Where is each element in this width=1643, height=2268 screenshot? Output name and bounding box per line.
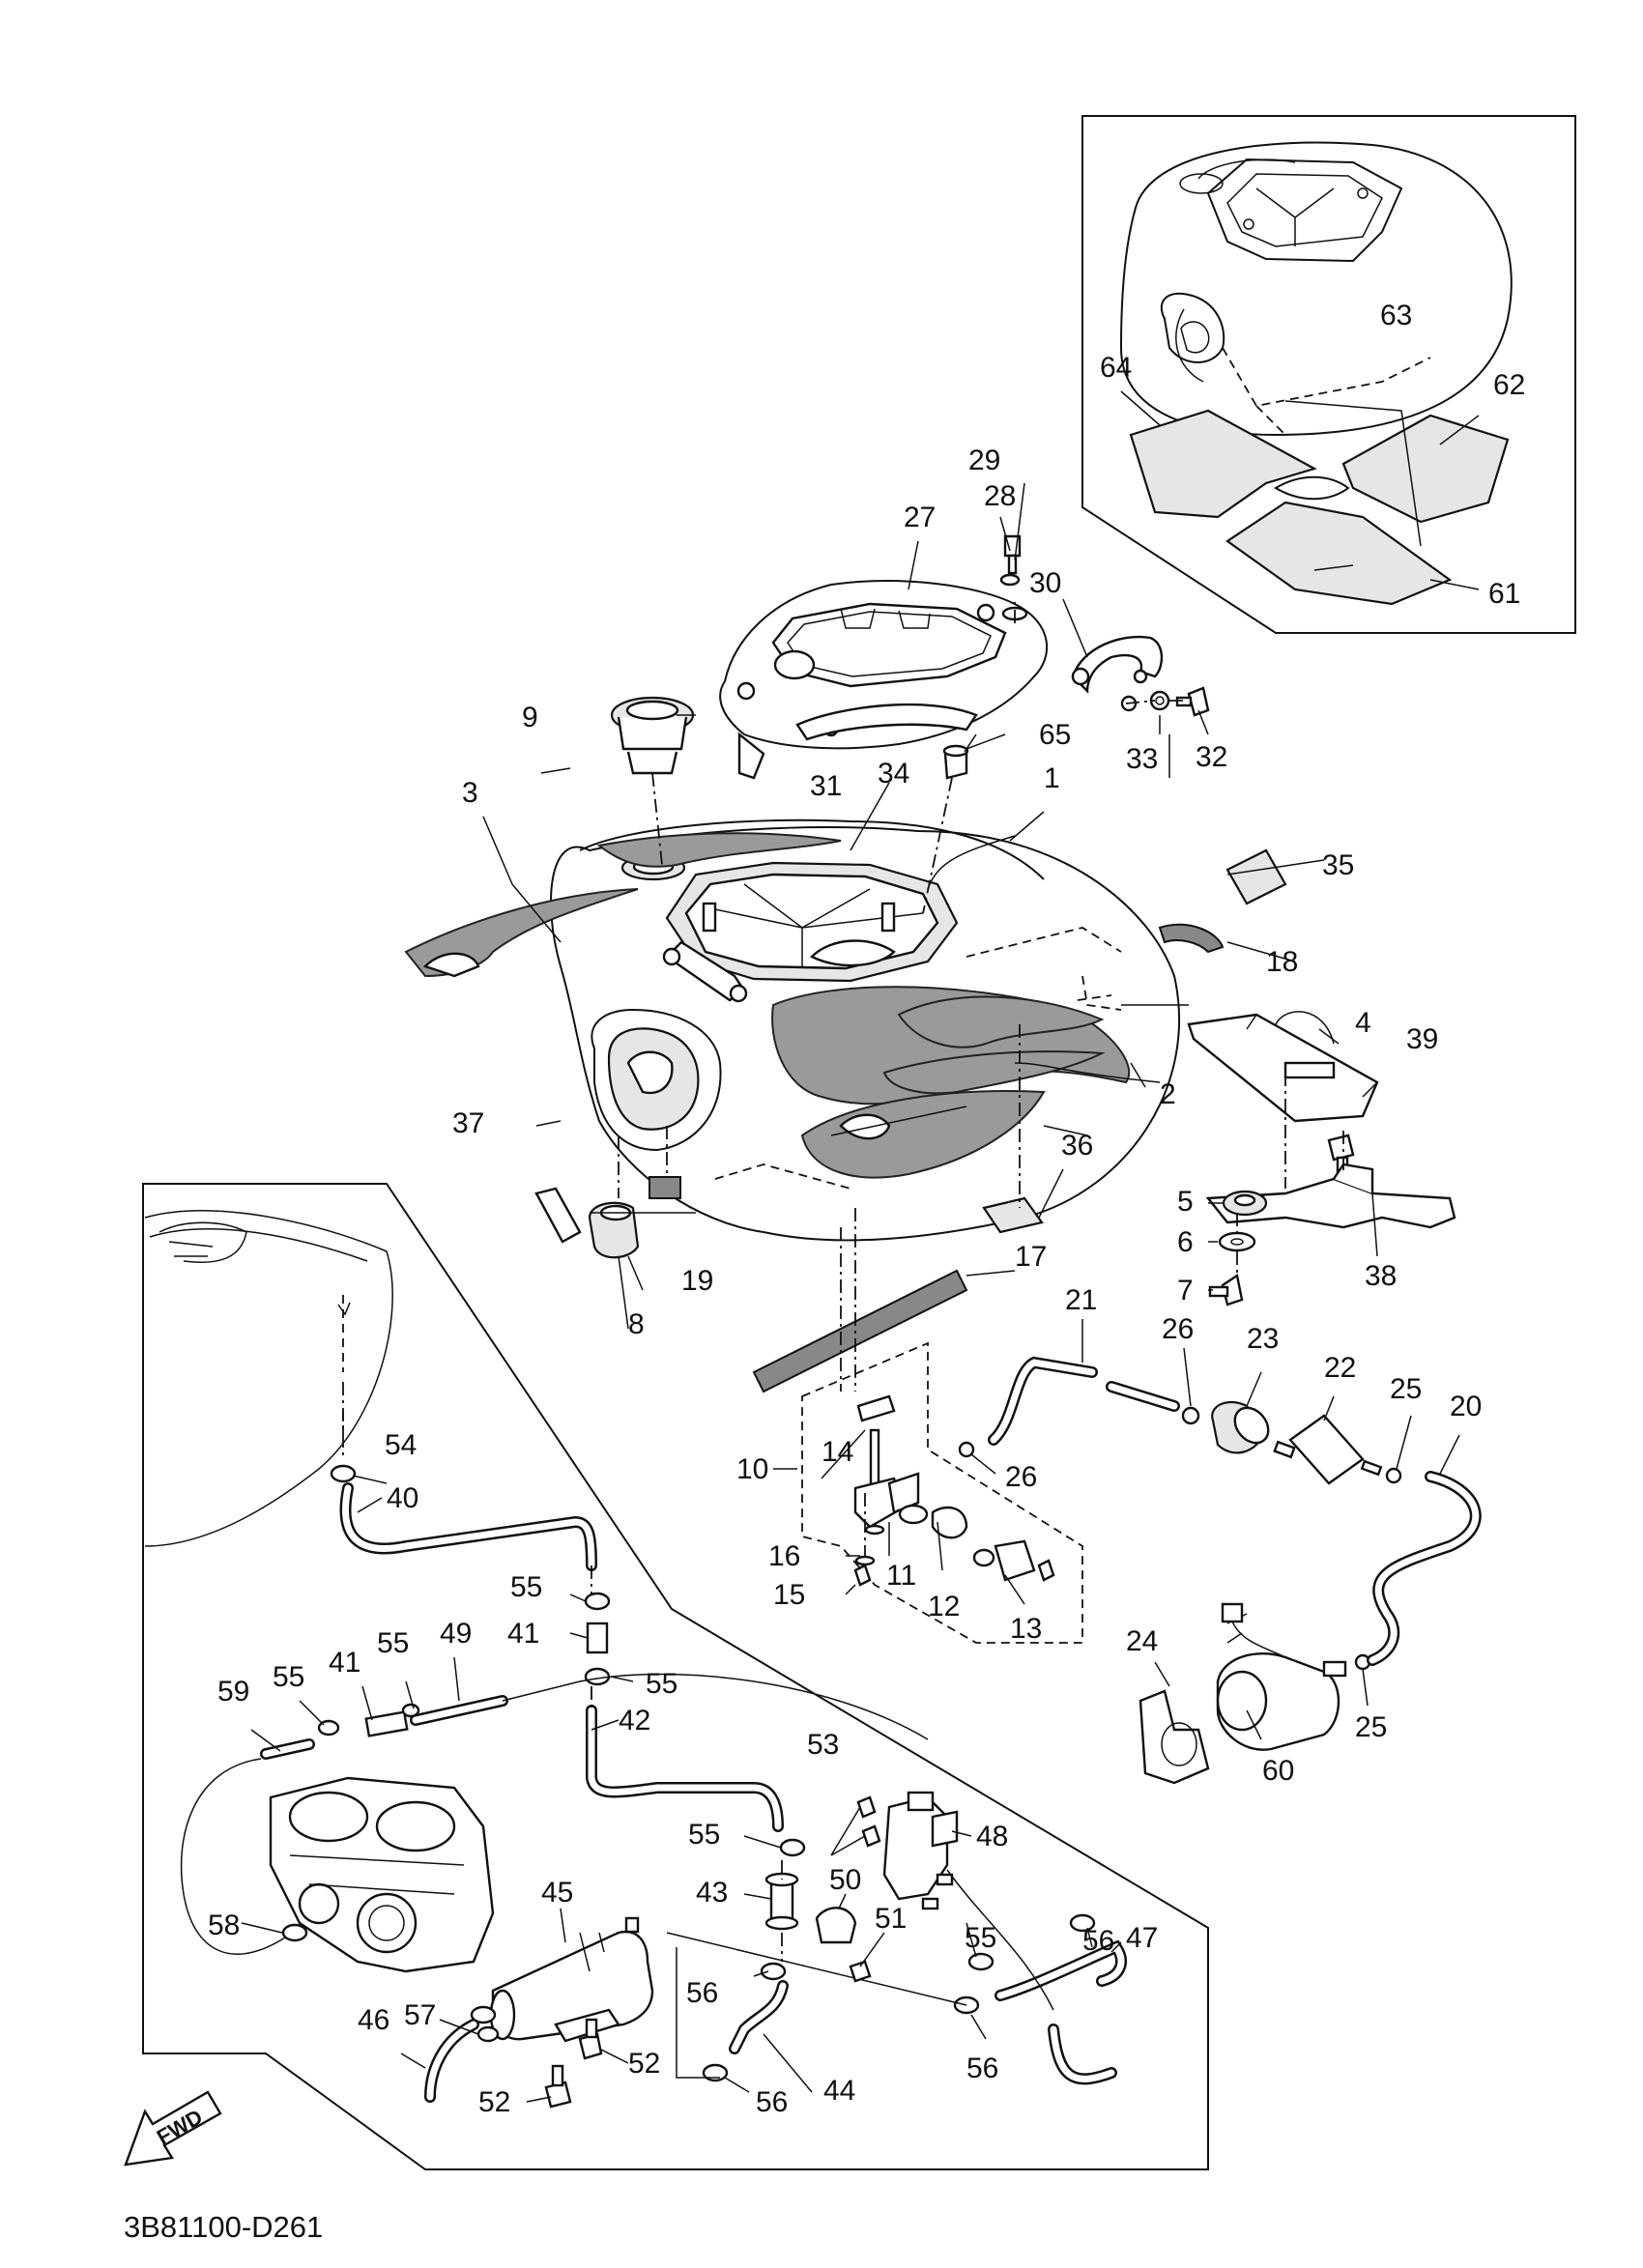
callout-25-top: 25 — [1390, 1373, 1422, 1405]
callout-55-right: 55 — [965, 1922, 996, 1954]
tank-cover — [719, 580, 1048, 780]
callout-22: 22 — [1324, 1352, 1356, 1384]
callout-53: 53 — [807, 1729, 839, 1761]
callout-65: 65 — [1039, 719, 1071, 751]
callout-26-top: 26 — [1162, 1313, 1194, 1345]
callout-49: 49 — [440, 1618, 472, 1650]
callout-7: 7 — [1177, 1275, 1194, 1306]
callout-9: 9 — [522, 702, 538, 733]
callout-18: 18 — [1266, 946, 1298, 978]
callout-35: 35 — [1322, 849, 1354, 881]
callout-55-fitting: 55 — [377, 1627, 409, 1659]
callout-6: 6 — [1177, 1226, 1194, 1258]
callout-51: 51 — [875, 1903, 907, 1935]
callout-64: 64 — [1100, 352, 1132, 384]
callout-8: 8 — [628, 1308, 645, 1340]
callout-37: 37 — [452, 1107, 484, 1139]
callout-39: 39 — [1406, 1023, 1438, 1055]
callout-21: 21 — [1065, 1284, 1097, 1316]
callout-55-top: 55 — [510, 1571, 542, 1603]
callout-40: 40 — [387, 1482, 418, 1514]
callout-50: 50 — [829, 1864, 861, 1896]
callout-20: 20 — [1450, 1391, 1482, 1422]
callout-56-upper-right: 56 — [1082, 1925, 1114, 1957]
callout-48: 48 — [976, 1821, 1008, 1852]
inset-panel — [1081, 115, 1576, 634]
callout-46: 46 — [358, 2004, 389, 2036]
callout-56-lower-right: 56 — [966, 2053, 998, 2084]
callout-44: 44 — [823, 2075, 855, 2107]
callout-29: 29 — [968, 445, 1000, 476]
callout-52-left: 52 — [478, 2086, 510, 2118]
leader-lines — [241, 390, 1480, 2103]
callout-62: 62 — [1493, 369, 1525, 401]
callout-55-left: 55 — [273, 1661, 304, 1693]
callout-43: 43 — [696, 1877, 728, 1909]
callout-56-valve: 56 — [686, 1977, 718, 2009]
lower-inset-frame — [142, 1183, 1209, 2170]
callout-41-left: 41 — [329, 1647, 360, 1679]
callout-17: 17 — [1015, 1241, 1047, 1273]
fuel-tank — [550, 818, 1180, 1242]
callout-10: 10 — [736, 1453, 768, 1485]
callout-11: 11 — [886, 1560, 916, 1592]
callout-14: 14 — [822, 1436, 853, 1468]
callout-36: 36 — [1061, 1130, 1093, 1162]
alignment-lines — [342, 599, 1344, 1962]
diagram-code: 3B81100-D261 — [124, 2210, 323, 2244]
evap-section — [180, 1464, 1127, 2109]
callout-63: 63 — [1380, 300, 1412, 331]
callout-3: 3 — [462, 777, 478, 809]
callout-15: 15 — [773, 1579, 805, 1611]
parts — [404, 534, 1482, 1785]
callout-58: 58 — [208, 1909, 240, 1941]
callout-41-top: 41 — [507, 1618, 539, 1650]
callout-31: 31 — [810, 770, 842, 802]
callout-57: 57 — [404, 1999, 436, 2031]
callout-55-valve: 55 — [688, 1819, 720, 1851]
callout-19: 19 — [681, 1265, 713, 1297]
callout-4: 4 — [1355, 1007, 1371, 1039]
callout-45: 45 — [541, 1877, 573, 1909]
callout-16: 16 — [768, 1540, 800, 1572]
callout-54: 54 — [385, 1429, 417, 1461]
callout-28: 28 — [984, 480, 1016, 512]
callout-24: 24 — [1126, 1625, 1158, 1657]
callout-55-mid: 55 — [646, 1668, 677, 1700]
callout-30: 30 — [1029, 567, 1061, 599]
callout-52-right: 52 — [628, 2048, 660, 2080]
callout-56-bottom: 56 — [756, 2086, 788, 2118]
callout-59: 59 — [217, 1676, 249, 1708]
forward-arrow: FWD — [124, 2090, 222, 2167]
callout-47: 47 — [1126, 1922, 1158, 1954]
callout-25-bottom: 25 — [1355, 1711, 1387, 1743]
callout-38: 38 — [1365, 1260, 1397, 1292]
callout-42: 42 — [619, 1705, 650, 1737]
callout-34: 34 — [878, 758, 909, 789]
callout-5: 5 — [1177, 1186, 1194, 1218]
callout-2: 2 — [1160, 1078, 1176, 1110]
callout-1: 1 — [1044, 762, 1060, 794]
callout-32: 32 — [1196, 741, 1227, 773]
callout-12: 12 — [928, 1591, 960, 1622]
callout-60: 60 — [1262, 1755, 1294, 1787]
callout-labels: 1 2 3 4 5 6 7 8 9 10 11 12 13 14 15 16 1… — [208, 300, 1525, 2118]
callout-13: 13 — [1010, 1613, 1042, 1645]
callout-33: 33 — [1126, 743, 1158, 775]
callout-61: 61 — [1488, 578, 1520, 610]
callout-23: 23 — [1247, 1323, 1279, 1355]
callout-26-side: 26 — [1005, 1461, 1037, 1493]
callout-27: 27 — [904, 502, 936, 533]
